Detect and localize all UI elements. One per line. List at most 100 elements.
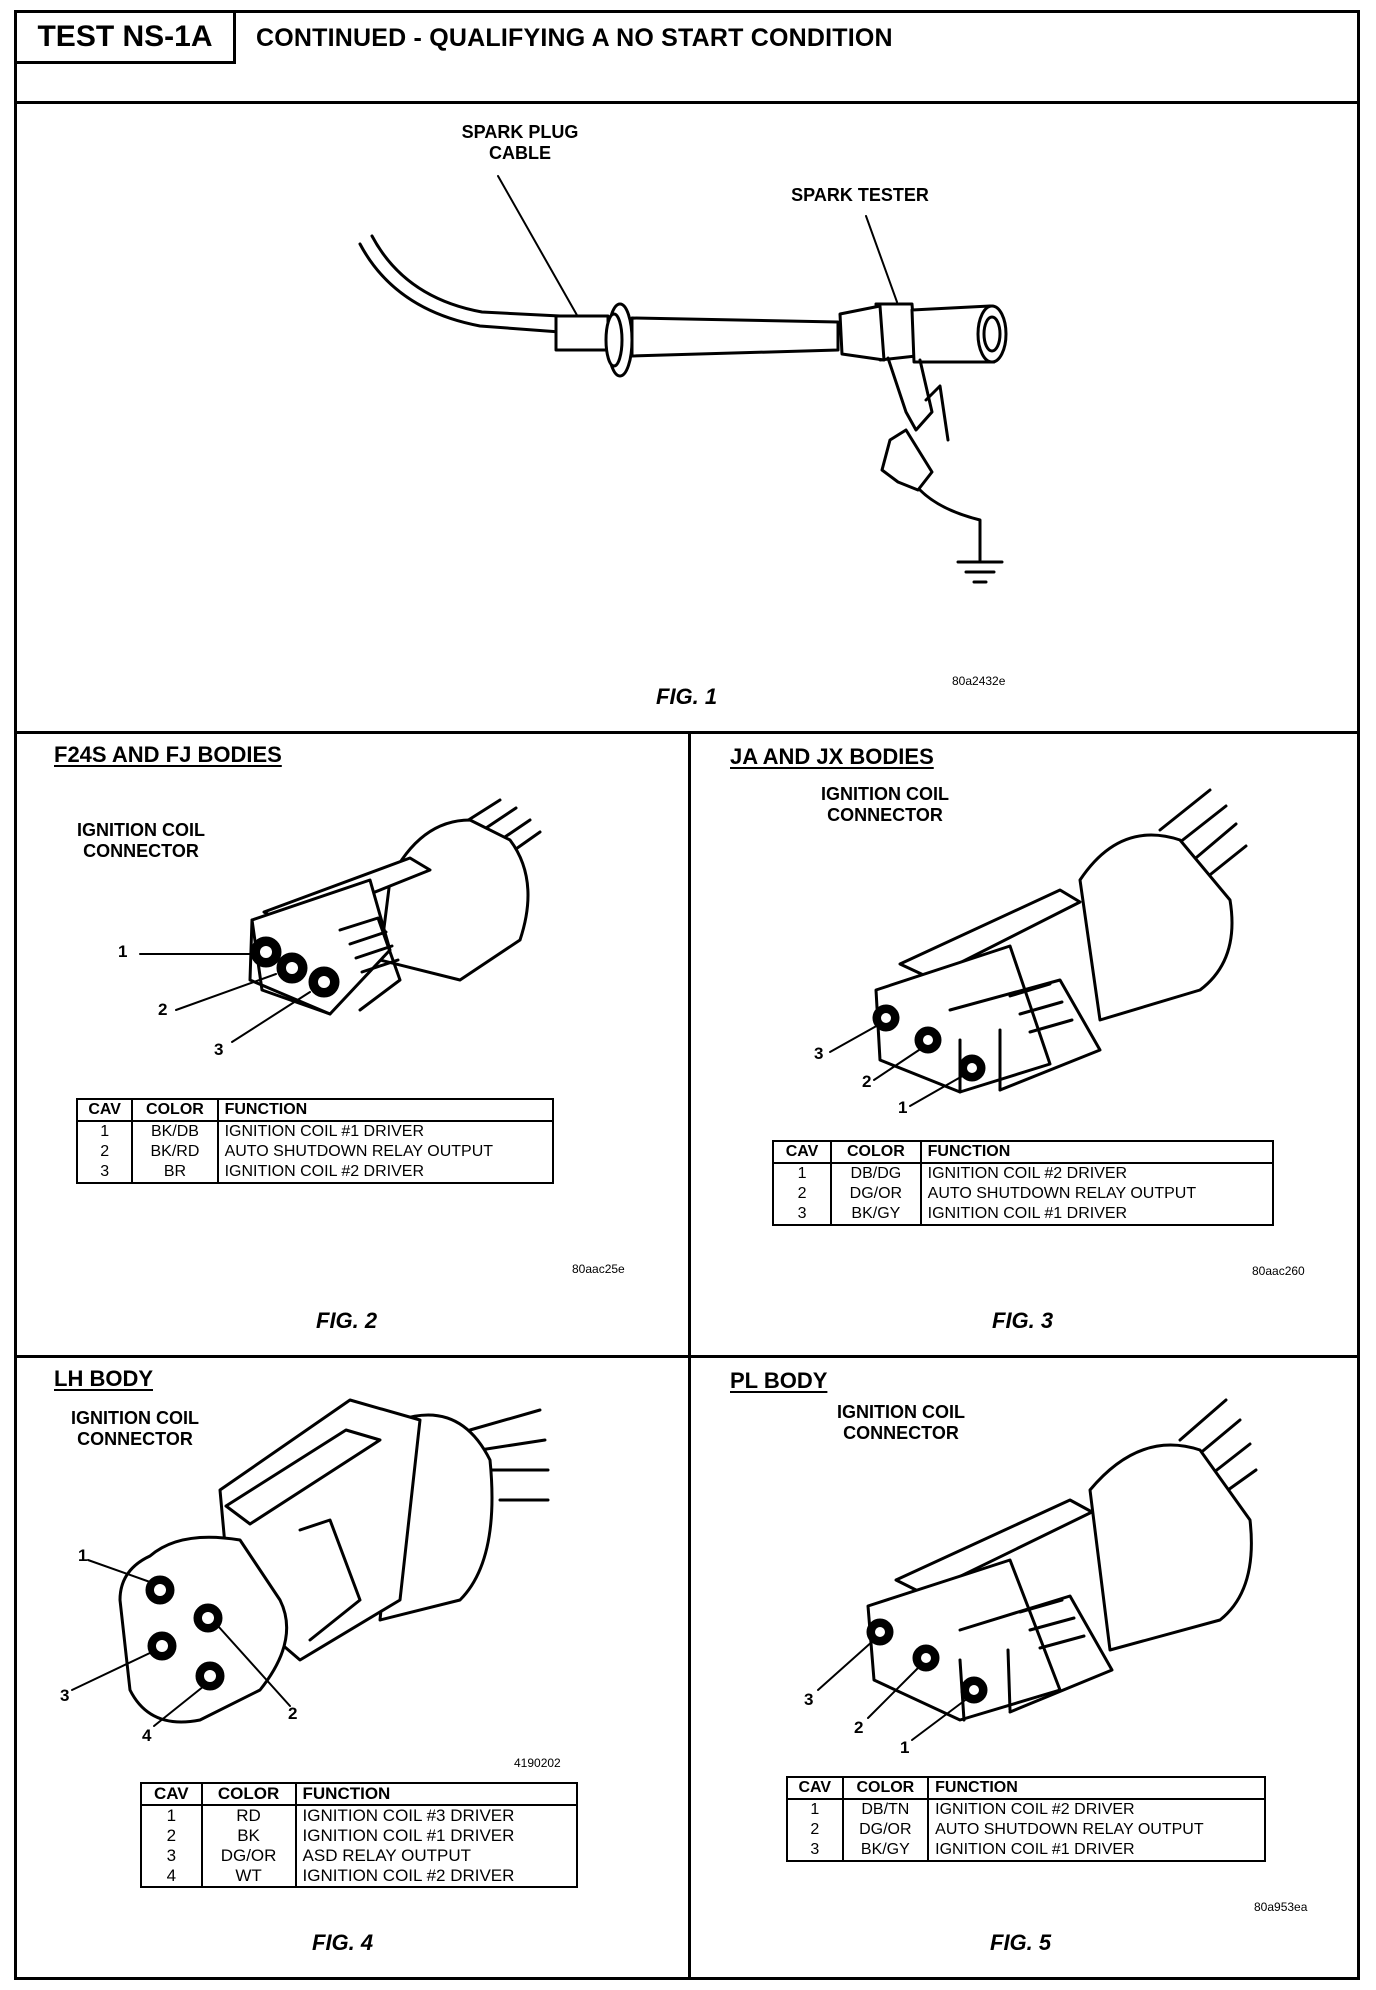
function-cell: AUTO SHUTDOWN RELAY OUTPUT <box>216 1142 555 1162</box>
fig4-caption: FIG. 4 <box>312 1930 374 1955</box>
function-cell: IGNITION COIL #1 DRIVER <box>294 1826 579 1846</box>
fig5-connector-label: IGNITION COIL CONNECTOR <box>837 1402 965 1443</box>
fig4-pin-4: 4 <box>142 1726 152 1745</box>
cav-cell: 2 <box>786 1820 844 1840</box>
fig5-pin-1: 1 <box>900 1738 910 1757</box>
color-cell: DB/DG <box>830 1163 922 1184</box>
function-cell: AUTO SHUTDOWN RELAY OUTPUT <box>927 1820 1266 1840</box>
function-cell: ASD RELAY OUTPUT <box>294 1846 579 1866</box>
fig3-connector-drawing <box>829 788 1248 1107</box>
fig4-connector-drawing <box>71 1398 550 1727</box>
cav-cell: 2 <box>771 1184 833 1204</box>
table-header: FUNCTION <box>216 1099 555 1122</box>
cav-cell: 3 <box>786 1840 844 1861</box>
color-cell: DG/OR <box>841 1820 930 1840</box>
cav-cell: 2 <box>140 1826 203 1846</box>
fig5-caption: FIG. 5 <box>990 1930 1052 1955</box>
cav-cell: 1 <box>786 1799 844 1820</box>
fig4-pin-1: 1 <box>78 1546 88 1565</box>
page-title: CONTINUED - QUALIFYING A NO START CONDIT… <box>256 24 893 52</box>
function-cell: IGNITION COIL #3 DRIVER <box>294 1805 579 1826</box>
cav-cell: 4 <box>140 1866 203 1887</box>
function-cell: IGNITION COIL #2 DRIVER <box>216 1162 555 1183</box>
header-divider <box>14 101 1360 104</box>
color-cell: BK/DB <box>131 1121 219 1142</box>
fig2-pin-1: 1 <box>118 942 128 961</box>
function-cell: IGNITION COIL #2 DRIVER <box>294 1866 579 1887</box>
middle-divider <box>14 1355 1360 1358</box>
test-label: TEST NS-1A <box>14 10 236 64</box>
table-header: FUNCTION <box>927 1777 1266 1800</box>
cav-cell: 1 <box>771 1163 833 1184</box>
function-cell: IGNITION COIL #1 DRIVER <box>927 1840 1266 1861</box>
color-cell: BK/RD <box>131 1142 219 1162</box>
fig5-pin-2: 2 <box>854 1718 864 1737</box>
fig3-caption: FIG. 3 <box>992 1308 1054 1333</box>
cav-cell: 3 <box>75 1162 134 1183</box>
function-cell: AUTO SHUTDOWN RELAY OUTPUT <box>919 1184 1275 1204</box>
color-cell: BK/GY <box>841 1840 930 1861</box>
fig3-pin-1: 1 <box>898 1098 908 1117</box>
fig3-pin-2: 2 <box>862 1072 872 1091</box>
cav-cell: 3 <box>140 1846 203 1866</box>
fig4-connector-label: IGNITION COIL CONNECTOR <box>71 1408 199 1449</box>
color-cell: BK/GY <box>830 1204 922 1225</box>
fig2-title: F24S AND FJ BODIES <box>54 742 282 767</box>
function-cell: IGNITION COIL #1 DRIVER <box>216 1121 555 1142</box>
color-cell: BR <box>131 1162 219 1183</box>
color-cell: RD <box>200 1805 297 1826</box>
table-header: FUNCTION <box>294 1783 579 1806</box>
table-header: COLOR <box>131 1099 219 1122</box>
fig1-code: 80a2432e <box>952 674 1006 688</box>
table-header: COLOR <box>830 1141 922 1164</box>
cav-cell: 2 <box>75 1142 134 1162</box>
fig2-code: 80aac25e <box>572 1262 625 1276</box>
fig5-code: 80a953ea <box>1254 1900 1308 1914</box>
fig2-connector-label: IGNITION COIL CONNECTOR <box>77 820 205 861</box>
fig5-connector-drawing <box>817 1398 1258 1741</box>
cav-cell: 3 <box>771 1204 833 1225</box>
fig3-code: 80aac260 <box>1252 1264 1305 1278</box>
fig5-title: PL BODY <box>730 1368 828 1393</box>
spark-tester-illustration <box>358 175 1008 584</box>
fig5-pin-3: 3 <box>804 1690 814 1709</box>
spark-tester-label: SPARK TESTER <box>791 185 929 205</box>
function-cell: IGNITION COIL #2 DRIVER <box>927 1799 1266 1820</box>
page-frame <box>14 10 1360 1980</box>
fig4-code: 4190202 <box>514 1756 561 1770</box>
column-divider <box>688 731 691 1980</box>
fig4-pin-3: 3 <box>60 1686 70 1705</box>
function-cell: IGNITION COIL #1 DRIVER <box>919 1204 1275 1225</box>
color-cell: DB/TN <box>841 1799 930 1820</box>
table-header: CAV <box>140 1783 203 1806</box>
color-cell: WT <box>200 1866 297 1887</box>
fig2-connector-drawing <box>139 798 542 1043</box>
fig2-pin-3: 3 <box>214 1040 224 1059</box>
fig3-title: JA AND JX BODIES <box>730 744 934 769</box>
table-header: FUNCTION <box>919 1141 1275 1164</box>
table-header: COLOR <box>200 1783 297 1806</box>
cav-cell: 1 <box>75 1121 134 1142</box>
table-header: COLOR <box>841 1777 930 1800</box>
fig4-pin-2: 2 <box>288 1704 298 1723</box>
fig2-pin-2: 2 <box>158 1000 168 1019</box>
color-cell: DG/OR <box>200 1846 297 1866</box>
color-cell: DG/OR <box>830 1184 922 1204</box>
